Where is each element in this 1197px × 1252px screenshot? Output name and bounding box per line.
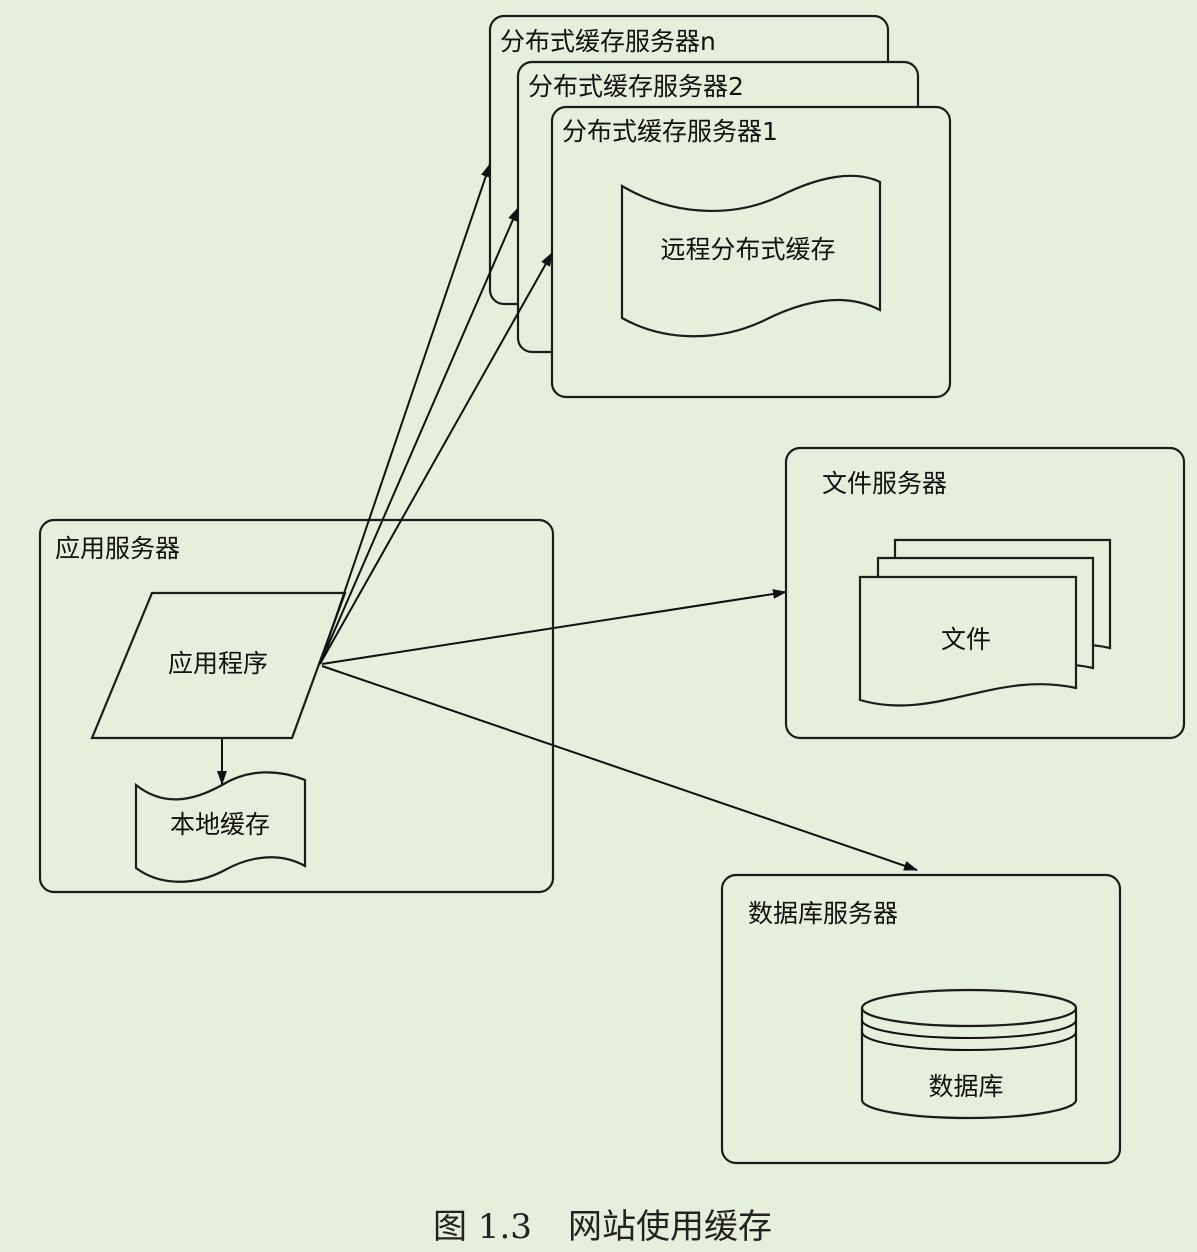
remote-cache-shape — [620, 174, 882, 338]
arrow-to-cache-server-n — [319, 163, 491, 665]
db-server: 数据库服务器 数据库 — [720, 873, 1122, 1165]
arrow-to-cache-server-2 — [319, 207, 519, 665]
app-server: 应用服务器 应用程序 本地缓存 — [38, 518, 555, 894]
cache-server-2-title: 分布式缓存服务器2 — [528, 72, 744, 101]
connectors — [217, 163, 918, 871]
cache-server-1-title: 分布式缓存服务器1 — [562, 117, 778, 146]
application-shape — [90, 591, 347, 740]
remote-cache-label: 远程分布式缓存 — [660, 235, 835, 264]
app-server-title: 应用服务器 — [55, 534, 180, 563]
file-stack-icon — [858, 538, 1112, 707]
caption-text: 网站使用缓存 — [568, 1207, 772, 1247]
file-server-title: 文件服务器 — [822, 469, 947, 498]
cache-server-1: 分布式缓存服务器1 远程分布式缓存 — [550, 105, 952, 399]
local-cache-label: 本地缓存 — [170, 810, 270, 839]
database-cylinder-icon — [860, 988, 1078, 1120]
caption-number: 图 1.3 — [433, 1207, 532, 1247]
file-label: 文件 — [941, 625, 991, 654]
arrow-to-cache-server-1 — [319, 252, 553, 665]
application-label: 应用程序 — [168, 649, 268, 678]
local-cache-shape — [134, 771, 307, 883]
db-server-title: 数据库服务器 — [748, 899, 898, 928]
arrow-to-db-server — [321, 665, 918, 871]
arrow-to-file-server — [321, 589, 787, 665]
file-server: 文件服务器 文件 — [784, 446, 1186, 740]
database-label: 数据库 — [928, 1072, 1003, 1101]
cache-server-n-title: 分布式缓存服务器n — [500, 27, 716, 56]
figure-caption: 图 1.3 网站使用缓存 — [433, 1207, 772, 1247]
